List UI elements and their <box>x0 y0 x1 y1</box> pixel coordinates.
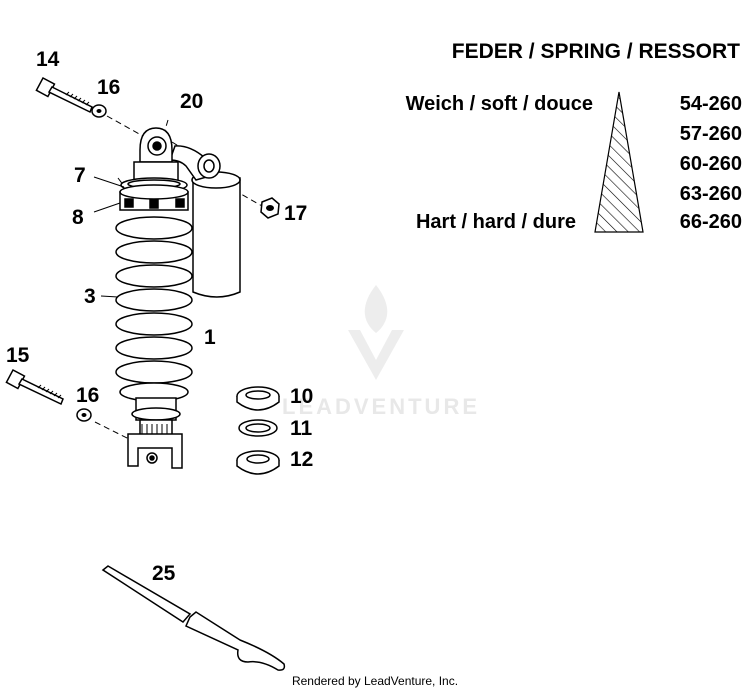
spring-coils <box>115 216 193 402</box>
watermark-text: LEADVENTURE <box>282 394 480 419</box>
callout-25: 25 <box>152 562 176 585</box>
callout-15: 15 <box>6 344 30 367</box>
spring-rate-item: 60-260 <box>680 153 742 175</box>
spring-rate-item: 66-260 <box>680 211 742 233</box>
tool-25 <box>101 565 286 671</box>
spring-rate-list: 54-260 57-260 60-260 63-260 66-260 <box>680 93 742 233</box>
washer-16-top <box>91 104 107 118</box>
spring-soft-label: Weich / soft / douce <box>406 93 593 115</box>
shock-absorber <box>115 127 241 469</box>
watermark-flame-icon <box>364 285 388 333</box>
ring-10 <box>236 386 280 411</box>
washer-16-bottom <box>76 408 92 422</box>
watermark: LEADVENTURE <box>282 285 480 419</box>
callout-10: 10 <box>290 385 313 408</box>
spring-rate-item: 57-260 <box>680 123 742 145</box>
callout-12: 12 <box>290 448 313 471</box>
callout-20: 20 <box>180 90 203 113</box>
callout-11: 11 <box>290 417 313 440</box>
callout-16: 16 <box>97 76 120 99</box>
watermark-v-icon <box>348 330 404 380</box>
spring-table-title: FEDER / SPRING / RESSORT <box>452 40 740 63</box>
spring-rate-wedge <box>594 91 644 233</box>
callout-3: 3 <box>84 285 96 308</box>
callouts: 14 16 20 7 8 17 3 1 15 16 10 11 12 25 <box>6 48 313 585</box>
callout-7: 7 <box>74 164 86 187</box>
bolt-14 <box>35 76 93 114</box>
footer-credit: Rendered by LeadVenture, Inc. <box>291 674 459 688</box>
callout-1: 1 <box>204 326 216 349</box>
spring-rate-item: 54-260 <box>680 93 742 115</box>
ring-12 <box>236 450 280 475</box>
spring-rate-item: 63-260 <box>680 183 742 205</box>
spring-hard-label: Hart / hard / dure <box>416 211 576 233</box>
callout-14: 14 <box>36 48 60 71</box>
nut-17 <box>260 197 280 219</box>
callout-8: 8 <box>72 206 84 229</box>
callout-16-bottom: 16 <box>76 384 99 407</box>
ring-11 <box>238 419 278 437</box>
bolt-15 <box>5 368 64 406</box>
callout-17: 17 <box>284 202 307 225</box>
spring-table: FEDER / SPRING / RESSORT Weich / soft / … <box>406 40 742 233</box>
